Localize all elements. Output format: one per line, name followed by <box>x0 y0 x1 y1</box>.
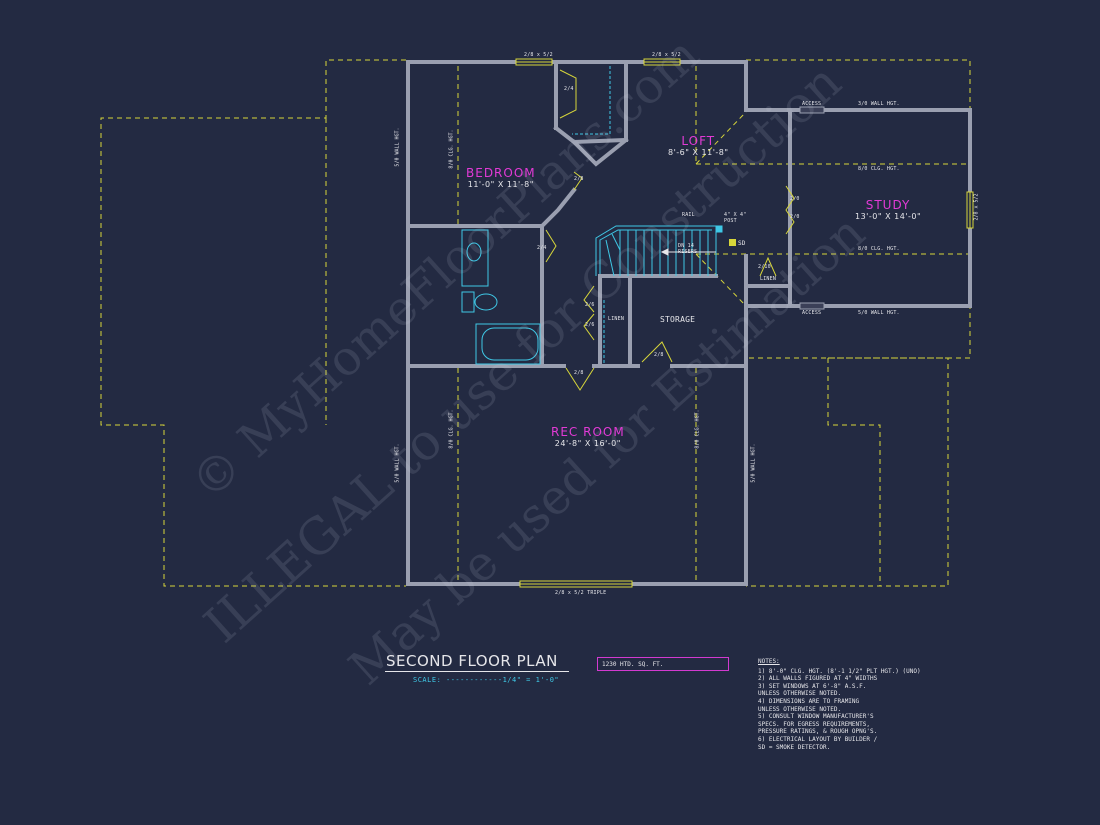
wall-hgt-top: 3/0 WALL HGT. <box>858 101 900 107</box>
doors <box>545 69 795 391</box>
walls <box>406 60 972 586</box>
note-line: 6) ELECTRICAL LAYOUT BY BUILDER / <box>758 735 878 743</box>
loft-name: LOFT <box>681 134 716 148</box>
vert-wall-left-bot: 5/0 WALL HGT. <box>394 443 401 483</box>
vert-wall-right-bot: 5/0 WALL HGT. <box>750 443 757 483</box>
rail-label: RAIL <box>682 212 695 218</box>
bedroom-name: BEDROOM <box>466 166 536 180</box>
note-line: PRESSURE RATINGS, & ROUGH OPNG'S. <box>758 728 878 736</box>
door-label-28a: 2/8 <box>574 176 584 182</box>
door-label-26b: 2/6 <box>585 322 595 328</box>
note-line: 5) CONSULT WINDOW MANUFACTURER'S <box>758 713 874 721</box>
window-label-top-2: 2/8 x 5/2 <box>652 52 681 58</box>
bath-fixtures <box>461 229 541 365</box>
access-label-top: ACCESS <box>802 101 822 107</box>
room-label-rec-room: REC ROOM 24'-8" X 16'-0" <box>551 425 625 448</box>
door-label-26a: 2/6 <box>585 302 595 308</box>
note-line: 3) SET WINDOWS AT 6'-8" A.S.F. <box>758 682 867 690</box>
loft-dims: 8'-6" X 11'-8" <box>668 148 729 157</box>
rec-room-dims: 24'-8" X 16'-0" <box>554 439 621 448</box>
study-clg-hgt-2: 8/0 CLG. HGT. <box>858 246 900 252</box>
note-line: UNLESS OTHERWISE NOTED. <box>758 705 842 713</box>
wall-hgt-bottom: 5/0 WALL HGT. <box>858 310 900 316</box>
access-label-bottom: ACCESS <box>802 310 822 316</box>
window-label-top-1: 2/8 x 5/2 <box>524 52 553 58</box>
notes-block: NOTES: 1) 8'-0" CLG. HGT. (8'-1 1/2" PLT… <box>758 658 921 751</box>
note-line: 4) DIMENSIONS ARE TO FRAMING <box>758 697 860 705</box>
vert-clg-bedroom: 8/0 CLG. HGT. <box>448 129 455 169</box>
vert-clg-rec-right: 8/0 CLG. HGT. <box>694 409 701 449</box>
note-line: SPECS. FOR EGRESS REQUIREMENTS, <box>758 720 870 728</box>
smoke-detector-symbol <box>729 239 736 246</box>
study-clg-hgt-1: 8/0 CLG. HGT. <box>858 166 900 172</box>
stair-dn-label: DN 14 RISERS <box>678 243 698 255</box>
closet-shelf <box>572 66 611 364</box>
window-label-right: 2/8 x 5/2 <box>973 193 980 221</box>
note-line: SD = SMOKE DETECTOR. <box>758 743 831 751</box>
linen-label-2: LINEN <box>760 276 777 282</box>
room-label-loft: LOFT 8'-6" X 11'-8" <box>668 134 729 157</box>
rec-room-name: REC ROOM <box>551 425 625 439</box>
storage-label: STORAGE <box>660 315 696 324</box>
room-label-study: STUDY 13'-0" X 14'-0" <box>855 198 921 221</box>
windows <box>515 58 974 588</box>
notes-heading: NOTES: <box>758 658 780 665</box>
vert-clg-rec-left: 8/0 CLG. HGT. <box>448 409 455 449</box>
door-label-28b: 2/8 <box>574 370 584 376</box>
bedroom-dims: 11'-0" X 11'-8" <box>467 180 534 189</box>
door-label-210: 2/10 <box>758 264 771 270</box>
study-name: STUDY <box>865 198 911 212</box>
sqft-box: 1230 HTD. SQ. FT. <box>597 657 729 671</box>
note-line: 2) ALL WALLS FIGURED AT 4" WIDTHS <box>758 675 878 683</box>
title-underline <box>385 671 569 672</box>
door-label-20a: 2/0 <box>790 196 800 202</box>
linen-label-1: LINEN <box>608 316 625 322</box>
door-label-24b: 2/4 <box>537 245 547 251</box>
study-dims: 13'-0" X 14'-0" <box>855 212 922 221</box>
note-line: UNLESS OTHERWISE NOTED. <box>758 690 842 698</box>
door-label-20b: 2/0 <box>790 214 800 220</box>
door-label-24a: 2/4 <box>564 86 574 92</box>
door-label-28c: 2/8 <box>654 352 664 358</box>
room-label-bedroom: BEDROOM 11'-0" X 11'-8" <box>466 166 536 189</box>
stair <box>595 225 723 277</box>
note-line: 1) 8'-0" CLG. HGT. (8'-1 1/2" PLT HGT.) … <box>758 667 921 675</box>
post-label: 4" X 4" POST <box>724 212 747 224</box>
lower-floor-outline <box>100 59 971 587</box>
smoke-detector-label: SD <box>738 240 746 247</box>
window-label-bottom: 2/8 x 5/2 TRIPLE <box>555 590 607 596</box>
plan-title: SECOND FLOOR PLAN <box>386 652 558 670</box>
plan-scale: SCALE: ------------1/4" = 1'-0" <box>413 676 560 684</box>
vert-wall-left-top: 5/0 WALL HGT. <box>394 127 401 167</box>
